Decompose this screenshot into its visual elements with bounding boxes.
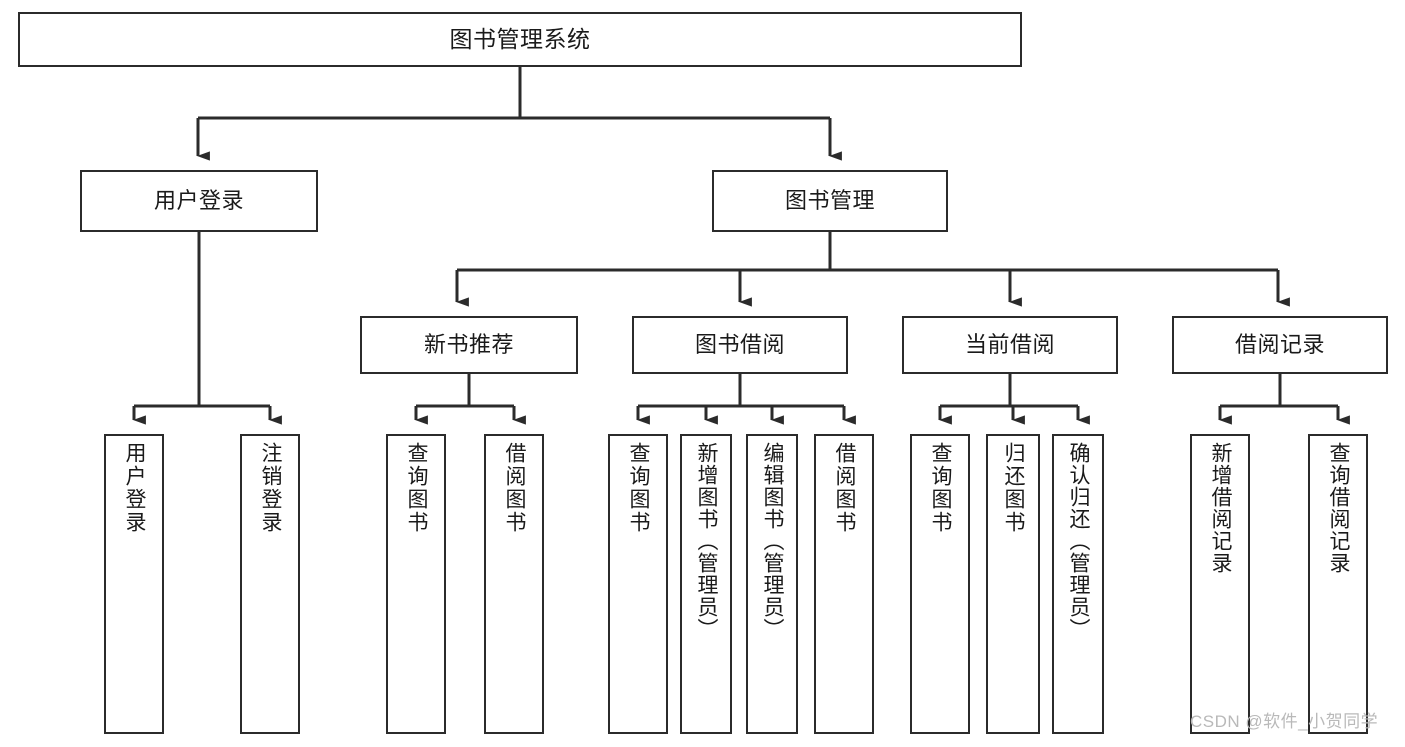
node-leaf-user-login-label: 用户登录 bbox=[123, 442, 147, 534]
node-leaf-rec-borrow-book-label: 借阅图书 bbox=[503, 442, 527, 534]
node-book-manage[interactable]: 图书管理 bbox=[712, 170, 948, 232]
node-leaf-borrow-lend-book-label: 借阅图书 bbox=[833, 442, 857, 534]
node-current-borrow-label: 当前借阅 bbox=[964, 332, 1055, 358]
node-leaf-borrow-add-book[interactable]: 新增图书（管理员） bbox=[680, 434, 732, 734]
node-leaf-user-login[interactable]: 用户登录 bbox=[104, 434, 164, 734]
node-new-book-rec[interactable]: 新书推荐 bbox=[360, 316, 578, 374]
node-leaf-current-query-book[interactable]: 查询图书 bbox=[910, 434, 970, 734]
node-leaf-current-confirm-return-label: 确认归还（管理员） bbox=[1067, 442, 1091, 640]
node-borrow-record-label: 借阅记录 bbox=[1234, 332, 1325, 358]
node-leaf-record-query-label: 查询借阅记录 bbox=[1327, 442, 1351, 574]
node-leaf-borrow-add-book-label: 新增图书（管理员） bbox=[695, 442, 719, 640]
node-leaf-user-logout[interactable]: 注销登录 bbox=[240, 434, 300, 734]
node-leaf-borrow-query-book[interactable]: 查询图书 bbox=[608, 434, 668, 734]
node-leaf-rec-query-book-label: 查询图书 bbox=[405, 442, 429, 534]
csdn-watermark: CSDN @软件_小贺同学 bbox=[1190, 712, 1379, 731]
node-leaf-borrow-query-book-label: 查询图书 bbox=[627, 442, 651, 534]
node-leaf-borrow-lend-book[interactable]: 借阅图书 bbox=[814, 434, 874, 734]
node-leaf-rec-borrow-book[interactable]: 借阅图书 bbox=[484, 434, 544, 734]
node-leaf-borrow-edit-book-label: 编辑图书（管理员） bbox=[761, 442, 785, 640]
node-leaf-current-return-book-label: 归还图书 bbox=[1002, 442, 1026, 534]
node-new-book-rec-label: 新书推荐 bbox=[423, 332, 514, 358]
node-book-borrow-label: 图书借阅 bbox=[694, 332, 785, 358]
node-leaf-current-query-book-label: 查询图书 bbox=[929, 442, 953, 534]
node-leaf-current-confirm-return[interactable]: 确认归还（管理员） bbox=[1052, 434, 1104, 734]
node-book-borrow[interactable]: 图书借阅 bbox=[632, 316, 848, 374]
node-leaf-record-query[interactable]: 查询借阅记录 bbox=[1308, 434, 1368, 734]
node-leaf-record-add[interactable]: 新增借阅记录 bbox=[1190, 434, 1250, 734]
node-user-login-label: 用户登录 bbox=[153, 188, 244, 214]
node-book-manage-label: 图书管理 bbox=[784, 188, 875, 214]
node-leaf-user-logout-label: 注销登录 bbox=[259, 442, 283, 534]
node-user-login[interactable]: 用户登录 bbox=[80, 170, 318, 232]
node-leaf-current-return-book[interactable]: 归还图书 bbox=[986, 434, 1040, 734]
node-leaf-record-add-label: 新增借阅记录 bbox=[1209, 442, 1233, 574]
node-leaf-rec-query-book[interactable]: 查询图书 bbox=[386, 434, 446, 734]
node-root-label: 图书管理系统 bbox=[449, 25, 591, 52]
node-current-borrow[interactable]: 当前借阅 bbox=[902, 316, 1118, 374]
node-borrow-record[interactable]: 借阅记录 bbox=[1172, 316, 1388, 374]
node-leaf-borrow-edit-book[interactable]: 编辑图书（管理员） bbox=[746, 434, 798, 734]
node-root[interactable]: 图书管理系统 bbox=[18, 12, 1022, 67]
